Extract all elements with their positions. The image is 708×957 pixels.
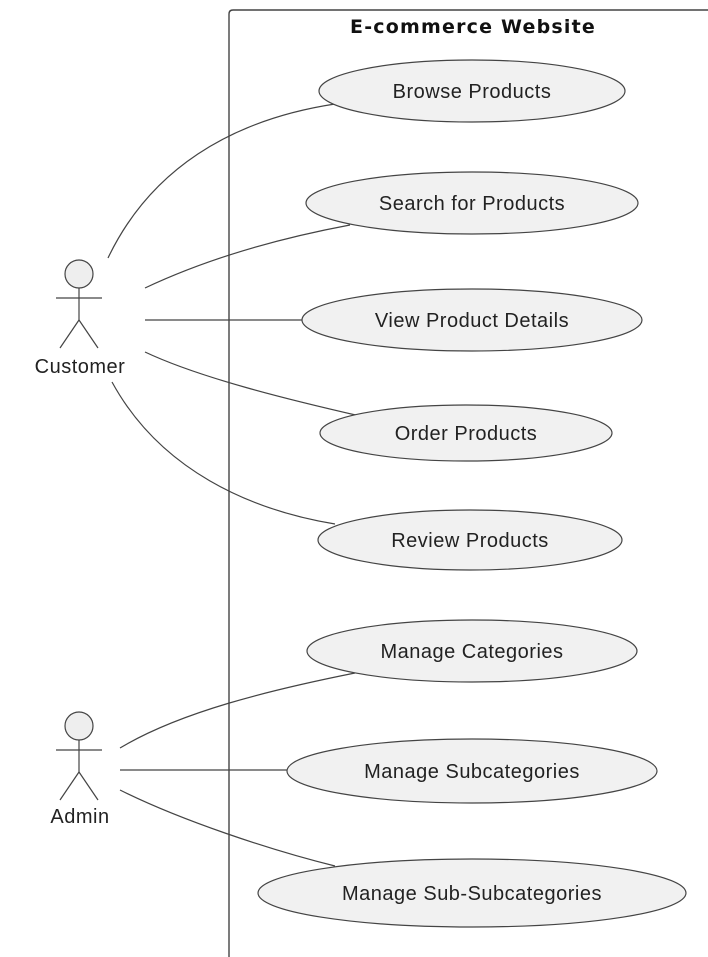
use-case-search-for-products: Search for Products: [305, 171, 639, 235]
actor-customer-label: Customer: [35, 356, 126, 378]
association-customer-browse: [107, 103, 336, 259]
use-case-order-products: Order Products: [319, 404, 613, 462]
actor-customer: [56, 259, 102, 349]
association-customer-order: [144, 351, 361, 417]
use-case-manage-categories-label: Manage Categories: [380, 641, 563, 663]
use-case-manage-subcategories: Manage Subcategories: [286, 738, 658, 804]
use-case-review-products-label: Review Products: [391, 530, 549, 552]
actor-admin-label: Admin: [50, 806, 109, 828]
actor-customer-head: [64, 259, 94, 289]
use-case-manage-sub-subcategories-label: Manage Sub-Subcategories: [342, 883, 602, 905]
actor-admin: [56, 711, 102, 801]
use-case-manage-categories: Manage Categories: [306, 619, 638, 683]
use-case-view-product-details: View Product Details: [301, 288, 643, 352]
use-case-search-for-products-label: Search for Products: [379, 193, 565, 215]
use-case-order-products-label: Order Products: [395, 423, 538, 445]
association-admin-categories: [119, 672, 356, 749]
association-admin-subsubcategories: [119, 789, 336, 867]
use-case-manage-sub-subcategories: Manage Sub-Subcategories: [257, 858, 687, 928]
association-customer-search: [144, 224, 351, 289]
use-case-review-products: Review Products: [317, 509, 623, 571]
use-case-view-product-details-label: View Product Details: [375, 310, 569, 332]
actor-admin-head: [64, 711, 94, 741]
association-customer-review: [111, 381, 336, 525]
use-case-browse-products-label: Browse Products: [393, 81, 552, 103]
use-case-manage-subcategories-label: Manage Subcategories: [364, 761, 580, 783]
system-boundary: [228, 9, 708, 957]
system-title: E-commerce Website: [350, 16, 596, 38]
use-case-browse-products: Browse Products: [318, 59, 626, 123]
